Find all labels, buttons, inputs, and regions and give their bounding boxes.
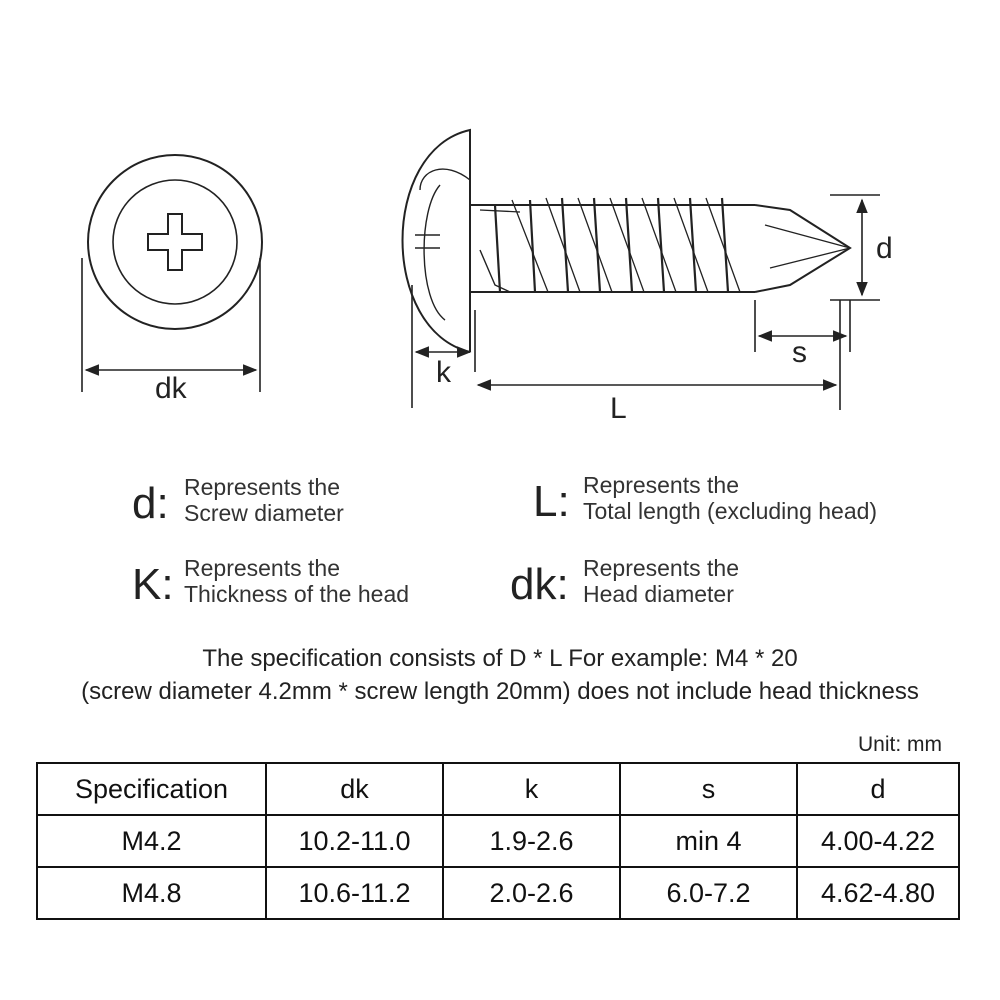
legend-item-dk: dk: Represents the Head diameter <box>510 555 930 625</box>
table-cell: 10.2-11.0 <box>265 814 444 868</box>
s-label: s <box>792 336 807 369</box>
table-cell: M4.2 <box>36 814 267 868</box>
legend-line-1: Represents the <box>184 474 340 500</box>
screw-side-view <box>401 128 852 353</box>
spec-table: Specification dk k s d M4.2 10.2-11.0 1.… <box>36 762 960 920</box>
dk-label: dk <box>155 372 188 405</box>
d-label: d <box>876 232 893 265</box>
table-cell: 2.0-2.6 <box>442 866 621 920</box>
table-cell: 4.62-4.80 <box>796 866 960 920</box>
dk-dimension <box>81 258 261 392</box>
k-label: k <box>436 356 452 389</box>
legend-symbol: d: <box>132 479 169 528</box>
s-dimension <box>754 300 851 352</box>
legend-description: Represents the Screw diameter <box>184 474 344 526</box>
table-cell: 1.9-2.6 <box>442 814 621 868</box>
table-cell: 6.0-7.2 <box>619 866 798 920</box>
d-dimension <box>830 194 880 301</box>
table-cell: M4.8 <box>36 866 267 920</box>
L-dimension <box>476 300 841 410</box>
legend-line-1: Represents the <box>583 555 739 581</box>
k-dimension <box>411 285 476 408</box>
table-header-cell: d <box>796 762 960 816</box>
legend-line-2: Total length (excluding head) <box>583 498 878 524</box>
phillips-recess-icon <box>147 213 203 271</box>
screw-head-top-view <box>87 154 263 330</box>
legend-item-K: K: Represents the Thickness of the head <box>132 555 472 625</box>
table-cell: 10.6-11.2 <box>265 866 444 920</box>
legend-line-1: Represents the <box>184 555 340 581</box>
legend-line-1: Represents the <box>583 472 739 498</box>
table-row: M4.8 10.6-11.2 2.0-2.6 6.0-7.2 4.62-4.80 <box>36 866 960 920</box>
spec-note-line-1: The specification consists of D * L For … <box>202 645 798 672</box>
legend-line-2: Head diameter <box>583 581 734 607</box>
legend-description: Represents the Head diameter <box>583 555 739 607</box>
legend-line-2: Thickness of the head <box>184 581 410 607</box>
table-header-cell: s <box>619 762 798 816</box>
legend-line-2: Screw diameter <box>184 500 344 526</box>
legend-symbol: K: <box>132 560 174 609</box>
table-header-cell: k <box>442 762 621 816</box>
legend-symbol: dk: <box>510 560 569 609</box>
unit-label: Unit: mm <box>858 733 942 756</box>
legend-item-L: L: Represents the Total length (excludin… <box>533 472 953 542</box>
table-header-cell: dk <box>265 762 444 816</box>
legend-item-d: d: Represents the Screw diameter <box>132 474 472 544</box>
L-label: L <box>610 392 627 425</box>
legend-description: Represents the Thickness of the head <box>184 555 409 607</box>
table-cell: 4.00-4.22 <box>796 814 960 868</box>
legend-description: Represents the Total length (excluding h… <box>583 472 877 524</box>
screw-dimension-diagram: dk k L s <box>81 128 893 425</box>
table-row: M4.2 10.2-11.0 1.9-2.6 min 4 4.00-4.22 <box>36 814 960 868</box>
legend-symbol: L: <box>533 477 570 526</box>
spec-note-line-2: (screw diameter 4.2mm * screw length 20m… <box>81 678 919 705</box>
table-cell: min 4 <box>619 814 798 868</box>
table-header-cell: Specification <box>36 762 267 816</box>
table-header-row: Specification dk k s d <box>36 762 960 816</box>
